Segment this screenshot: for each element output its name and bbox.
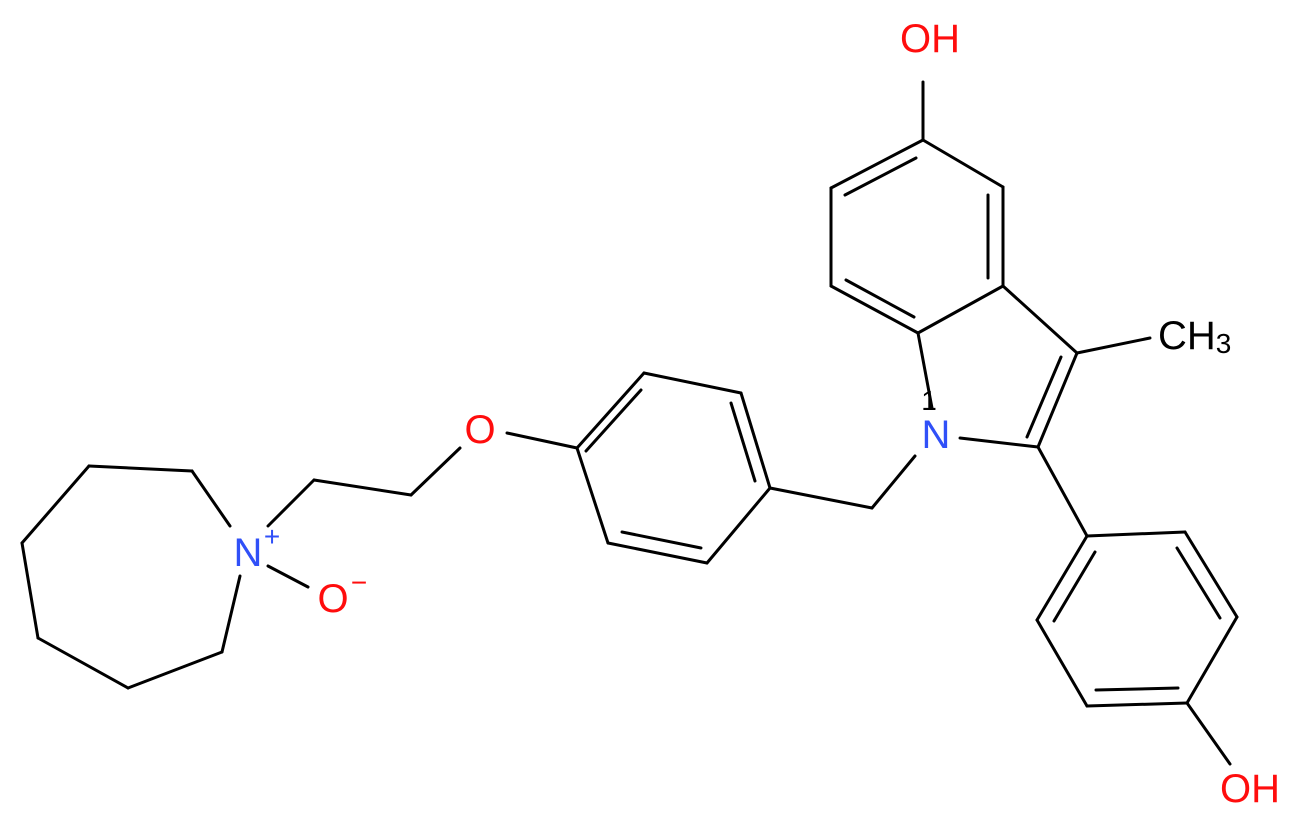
indole-nitrogen-label: N <box>922 413 951 457</box>
bond-ph2-ph3 <box>1183 530 1239 619</box>
bond-az5-az6 <box>126 650 224 690</box>
bond-ph1-ph6 <box>1035 534 1089 622</box>
bond-ph3-ph4 <box>1185 615 1239 705</box>
bond-az1-az2 <box>87 464 194 473</box>
bond-az6-n <box>220 574 242 654</box>
bond-c5-c6 <box>829 138 925 190</box>
bond-ph1-ph6-inner <box>1052 550 1097 623</box>
bond-c2-ph <box>1036 445 1089 538</box>
bond-c3a-c7a <box>916 284 1005 335</box>
bond-c7-c7a <box>829 284 920 335</box>
hydroxyl-bottom-label: OH <box>1220 767 1280 811</box>
bond-az3-az4 <box>20 541 40 640</box>
bond-bz4-o <box>505 431 579 450</box>
bond-c3-c2-inner <box>1025 355 1063 439</box>
bond-bz1-bz2-inner <box>729 401 757 483</box>
bond-o-ch2a <box>409 446 462 497</box>
methyl-ch-text: CH <box>1158 314 1216 358</box>
bond-ph5-ph4-inner <box>1094 686 1180 692</box>
bond-c3-c2 <box>1036 351 1079 449</box>
bond-c5-c6-inner <box>843 156 918 197</box>
bond-ph4-oh <box>1185 701 1232 766</box>
azepane-nitrogen-label: N <box>234 531 263 575</box>
indole-nitrogen-locant: 1 <box>921 385 937 416</box>
bond-bz2-bz3 <box>642 371 743 395</box>
bond-az2-az3 <box>20 464 91 545</box>
bond-c5-c4 <box>921 138 1005 189</box>
nitrogen-positive-charge: + <box>264 521 280 552</box>
bond-c3a-c3 <box>1001 284 1079 355</box>
bond-c7a-n1 <box>916 331 934 410</box>
atom-labels: OH CH3 N 1 O N + O − OH <box>234 17 1280 811</box>
ether-oxygen-label: O <box>464 408 495 452</box>
bond-ch2b-n <box>266 478 316 528</box>
bond-n-az1 <box>190 469 232 528</box>
oxygen-negative-charge: − <box>351 567 367 598</box>
bond-az4-az5 <box>36 636 130 690</box>
bond-bz4-bz5 <box>575 446 610 545</box>
oxide-oxygen-label: O <box>317 577 348 621</box>
bond-ph2-ph3-inner <box>1175 546 1222 620</box>
bonds <box>20 80 1239 766</box>
bond-ph1-ph2 <box>1085 530 1187 538</box>
bond-c3-ch3 <box>1075 336 1152 355</box>
bond-ch2-bz <box>768 486 874 510</box>
methyl-subscript: 3 <box>1216 328 1232 359</box>
bond-bz3-bz4-inner <box>584 388 643 453</box>
bond-n-oxide <box>266 564 310 589</box>
bond-bz1-bz2 <box>739 391 772 490</box>
bond-bz6-bz1 <box>705 486 772 565</box>
hydroxyl-top-label: OH <box>900 17 960 61</box>
bond-ph5-ph4 <box>1085 701 1189 708</box>
bond-bz5-bz6-inner <box>620 530 703 550</box>
bond-ph6-ph5 <box>1035 618 1089 708</box>
bond-c7-c7a-inner <box>844 278 916 319</box>
bond-bz5-bz6 <box>606 541 709 565</box>
bond-bz3-bz4 <box>575 371 646 450</box>
bond-n1-ch2 <box>870 454 917 510</box>
methyl-label: CH3 <box>1158 314 1231 359</box>
bond-ch2a-ch2b <box>312 478 413 497</box>
bond-c2-n1 <box>958 436 1040 449</box>
